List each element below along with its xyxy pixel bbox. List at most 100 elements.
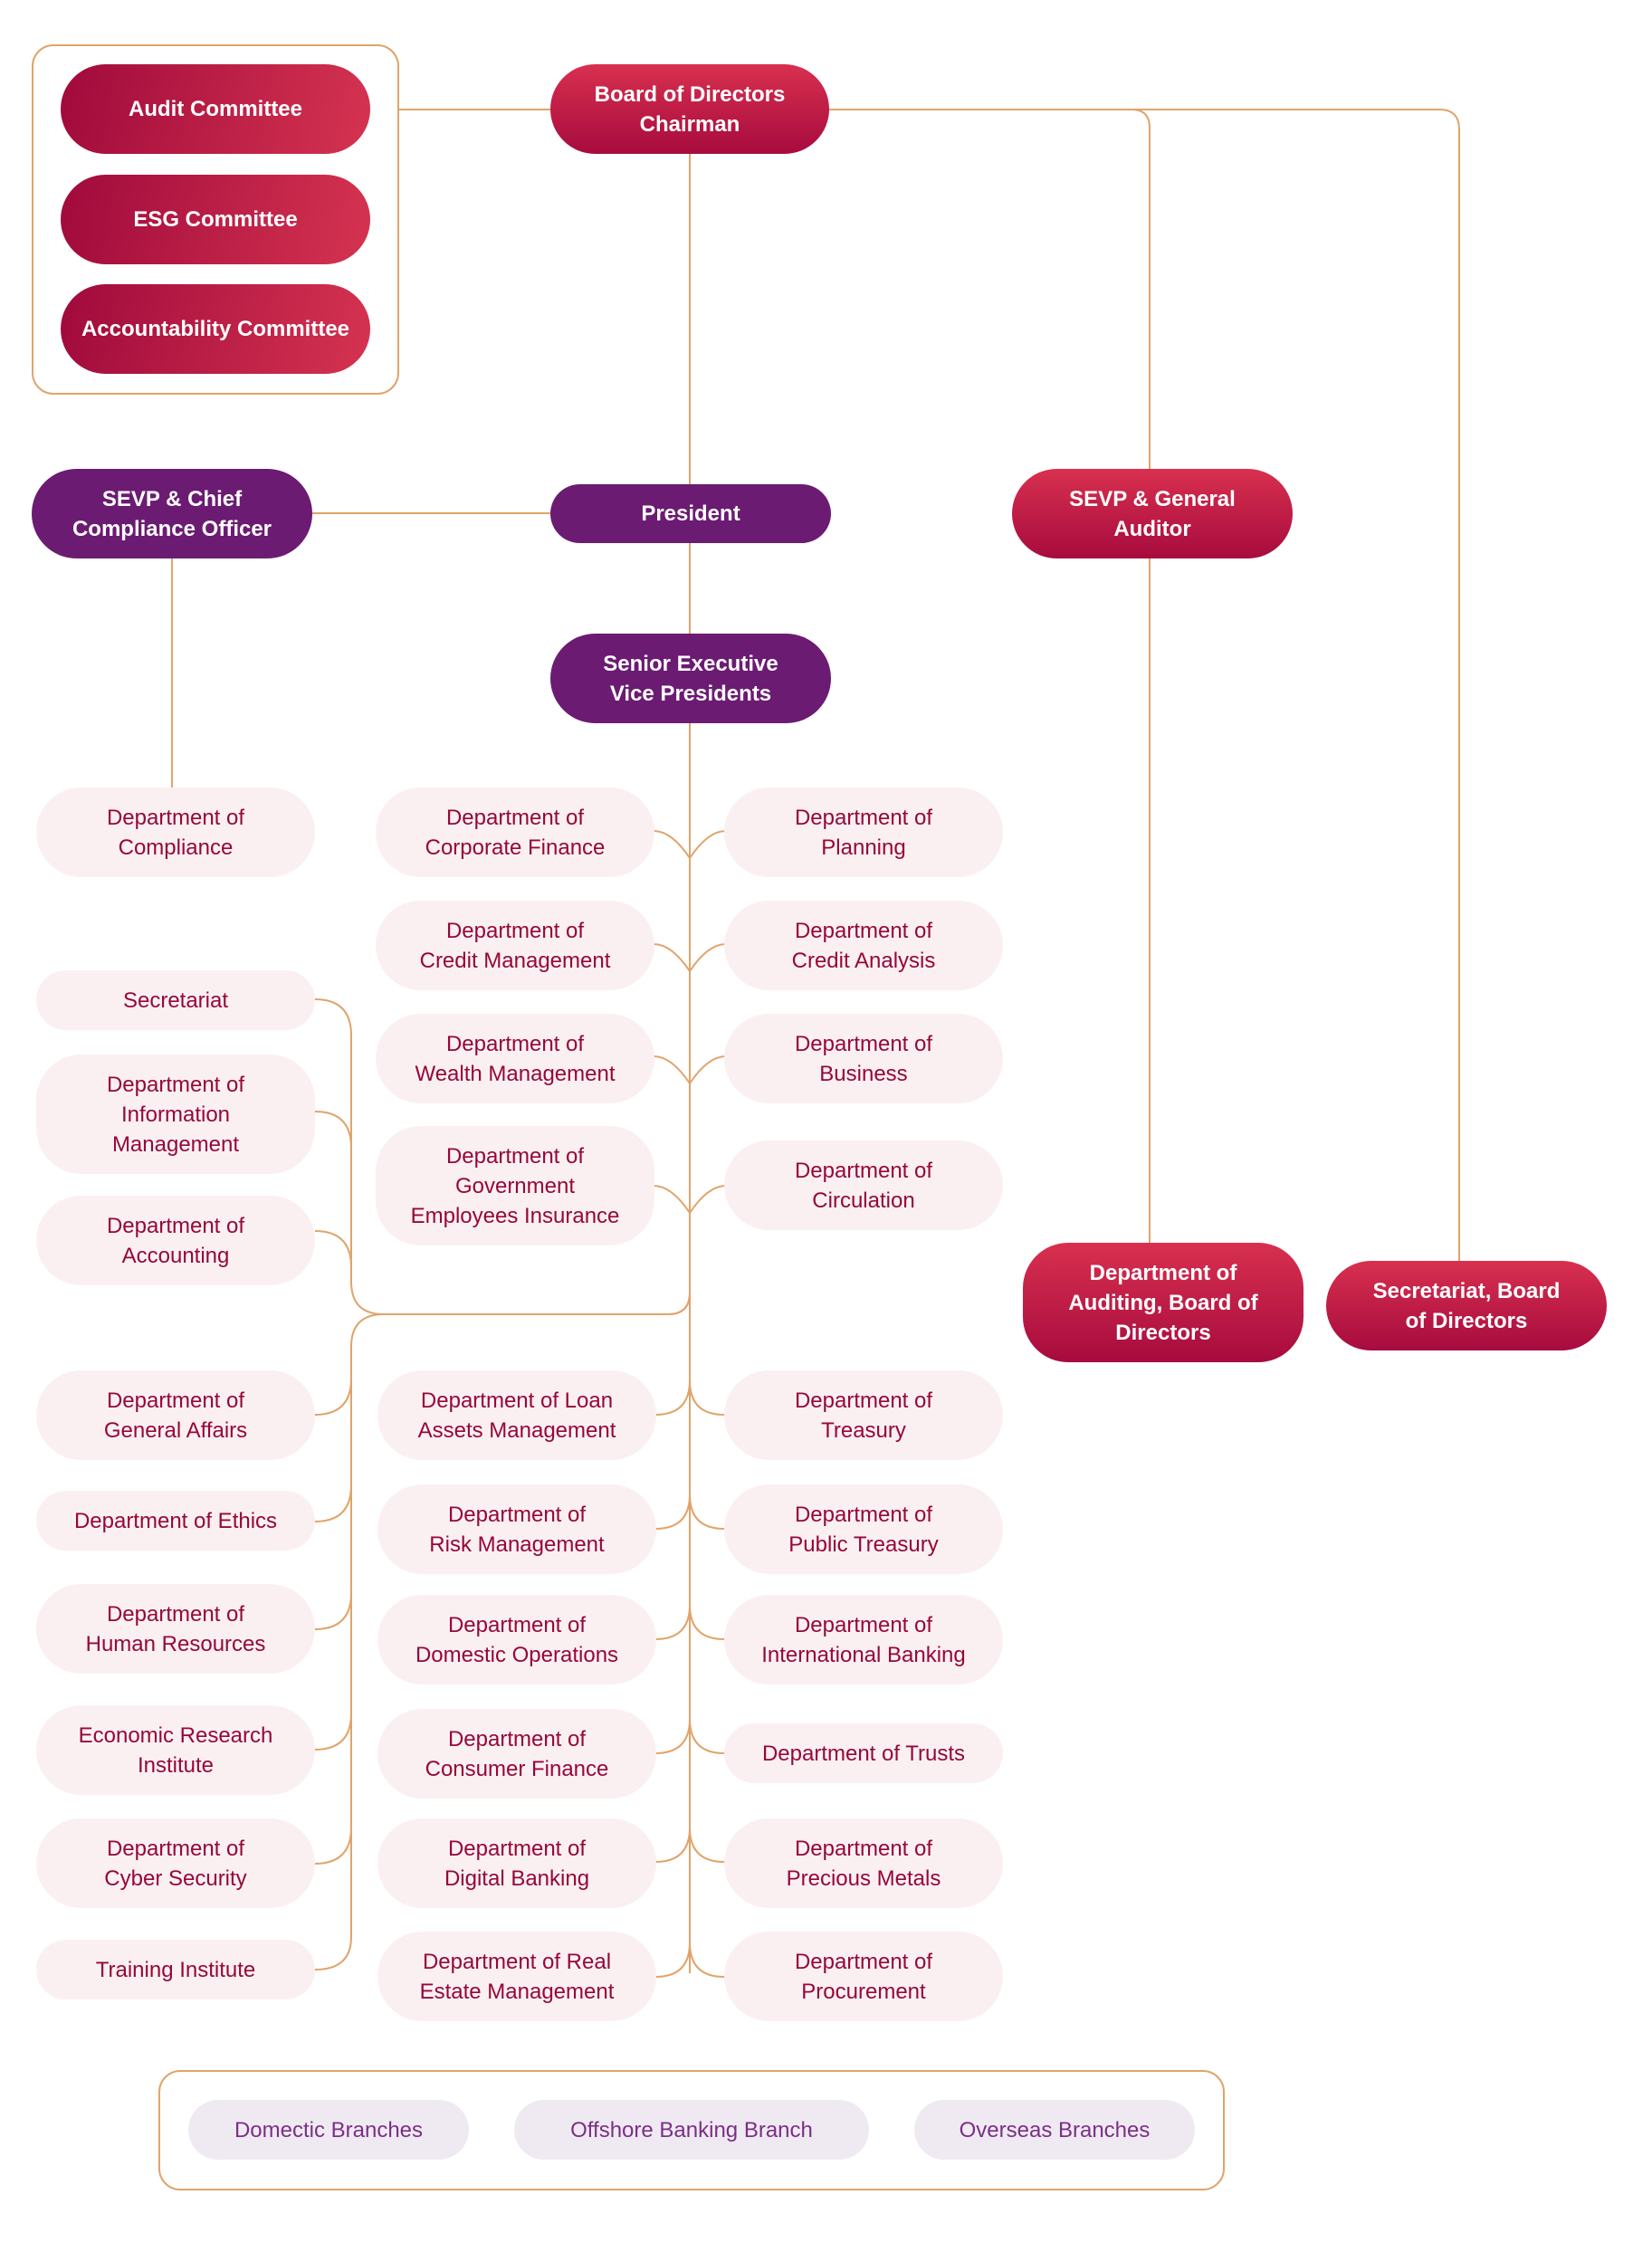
connector-left-upper-2 [314,1111,352,1149]
dept-label-line: Department of [794,1031,933,1056]
right-lower-dept-2[interactable]: Department of Public Treasury [724,1484,1003,1574]
dept-label-line: Department of Real [422,1949,612,1974]
dept-label-line: Department of [794,1158,933,1183]
left-lower-dept-2[interactable]: Department of Ethics [36,1491,315,1551]
connector-right-4 [689,1185,727,1214]
dept-label-line: Estate Management [419,1979,615,2004]
left-lower-dept-3[interactable]: Department of Human Resources [36,1584,315,1674]
dept-label-line: Management [111,1131,240,1157]
connector-center-10 [654,1942,691,1978]
dept-label-line: Department of [794,1836,933,1861]
dept-label-line: Training Institute [95,1957,256,1982]
dept-label-line: Department of [447,1612,587,1637]
dept-label-line: Secretariat [122,988,229,1013]
branch-offshore[interactable]: Offshore Banking Branch [514,2100,869,2160]
dept-label-line: Circulation [812,1188,915,1213]
dept-label-line: Consumer Finance [425,1756,609,1781]
dept-label-line: Risk Management [429,1532,605,1557]
audit-committee[interactable]: Audit Committee [61,64,370,154]
connector-right-6 [689,1493,725,1530]
connector-center-3 [653,1055,691,1084]
dept-label-line: Credit Management [419,948,611,973]
president[interactable]: President [550,484,831,543]
esg-committee[interactable]: ESG Committee [61,175,370,264]
dept-label-line: Department of [106,1601,245,1627]
dept-label-line: Department of [794,1949,933,1974]
connector-center-4 [653,1185,691,1214]
branch-domestic[interactable]: Domectic Branches [188,2100,469,2160]
right-upper-dept-4[interactable]: Department of Circulation [724,1140,1003,1230]
connector-right-8 [689,1718,725,1754]
left-upper-dept-1[interactable]: Secretariat [36,970,315,1030]
dept-label-line: Department of [447,1502,587,1527]
dept-label-line: Wealth Management [415,1061,616,1086]
dept-label-line: Department of [447,1726,587,1751]
accountability-committee[interactable]: Accountability Committee [61,284,370,374]
dept-label-line: Treasury [821,1417,906,1443]
branches-frame [158,2070,1225,2190]
dept-label-line: Accounting [121,1243,230,1268]
dept-label-line: Precious Metals [786,1866,941,1891]
dept-label-line: Department of [106,1836,245,1861]
center-lower-dept-4[interactable]: Department of Consumer Finance [377,1709,656,1799]
connector-left-lower-2 [314,1484,352,1522]
dept-label-line: Public Treasury [788,1532,939,1557]
dept-label-line: Human Resources [85,1631,266,1656]
right-lower-dept-6[interactable]: Department of Procurement [724,1932,1003,2021]
connector-center-2 [653,943,691,972]
connector-board-secretariat [828,109,1460,1261]
connector-left-lower-3 [314,1592,352,1630]
right-upper-dept-3[interactable]: Department of Business [724,1014,1003,1103]
dept-label-line: Department of [794,805,933,830]
dept-label-line: Business [819,1061,908,1086]
dept-label-line: Institute [137,1752,215,1778]
left-lower-dept-6[interactable]: Training Institute [36,1940,315,1999]
dept-label-line: Department of [106,1072,245,1097]
connector-center-1 [653,830,691,859]
connector-center-9 [654,1827,691,1863]
connector-right-10 [689,1942,725,1978]
connector-board-auditor [828,109,1151,471]
connector-left-lower-5 [314,1827,352,1865]
dept-label-line: Department of [445,805,585,830]
right-lower-dept-4[interactable]: Department of Trusts [724,1723,1003,1783]
connector-left-lower-1 [314,1378,352,1416]
dept-label-line: Assets Management [417,1417,616,1443]
branch-overseas[interactable]: Overseas Branches [914,2100,1195,2160]
connector-center-7 [654,1604,691,1640]
dept-label-line: Digital Banking [444,1866,590,1891]
dept-label-line: Procurement [801,1979,926,2004]
center-lower-dept-2[interactable]: Department of Risk Management [377,1484,656,1574]
dept-label-line: Department of [794,1502,933,1527]
dept-label-line: International Banking [761,1642,966,1667]
dept-label-line: Economic Research [78,1722,273,1748]
connector-left-lower-bus [314,1292,691,1970]
right-lower-dept-5[interactable]: Department of Precious Metals [724,1818,1003,1908]
dept-label-line: Department of [794,918,933,943]
